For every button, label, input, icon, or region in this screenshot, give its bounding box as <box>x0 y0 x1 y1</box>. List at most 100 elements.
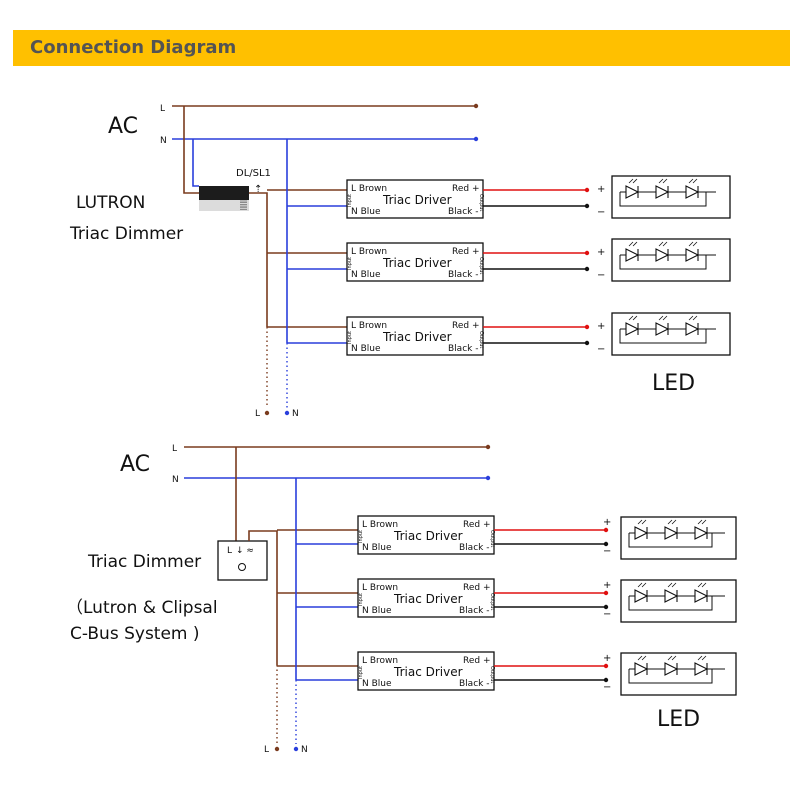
pos-dot-2 <box>603 663 609 669</box>
pos-dot-2 <box>603 527 609 533</box>
driver-input-n-label: N Blue <box>362 543 392 553</box>
driver-output-tag: Output <box>478 257 484 274</box>
neg-dot <box>584 266 590 272</box>
led-module <box>611 238 731 282</box>
driver-output-tag: Output <box>478 331 484 348</box>
driver-body <box>346 242 484 282</box>
driver-input-n-label: N Blue <box>351 207 381 217</box>
driver-title: Triac Driver <box>393 665 463 679</box>
diode-icon <box>625 322 640 336</box>
pos-dot <box>584 324 590 330</box>
led-label-2: LED <box>657 707 700 732</box>
neg-dot-2 <box>603 541 609 547</box>
driver-output-black-label: Black - <box>448 344 478 354</box>
led-minus-label: − <box>603 682 611 693</box>
led-minus-label: − <box>603 609 611 620</box>
led-plus-label: + <box>597 321 605 332</box>
bottom-n-dot-2 <box>293 746 299 752</box>
dimmer-type-label: Triac Dimmer <box>69 224 183 244</box>
triac-driver: L Brown N Blue Red + Black -Triac Driver Inp… <box>357 578 495 618</box>
led-module <box>611 175 731 219</box>
bottom-n-label: N <box>292 409 299 419</box>
driver-output-black-label: Black - <box>459 543 489 553</box>
driver-input-n-label: N Blue <box>362 679 392 689</box>
driver-input-l-label: L Brown <box>351 321 387 331</box>
driver-input-l-label: L Brown <box>362 583 398 593</box>
dimmer-note-line1: （Lutron & Clipsal <box>66 598 218 618</box>
dimmer-symbol-icon: ⇡ <box>254 184 262 195</box>
diode-icon <box>655 248 670 262</box>
led-box <box>611 175 731 219</box>
driver-output-red-label: Red + <box>463 583 491 593</box>
driver-output-red-label: Red + <box>452 247 480 257</box>
line-end-dot-2 <box>485 444 491 450</box>
ac-line-label-2: L <box>172 444 177 454</box>
driver-output-tag: Output <box>478 194 484 211</box>
diode-icon <box>655 322 670 336</box>
driver-input-tag: Input <box>358 593 364 606</box>
dimmer-terminal-label: DL/SL1 <box>236 168 271 179</box>
led-plus-label: + <box>597 247 605 258</box>
led-minus-label: − <box>597 207 605 218</box>
led-module <box>620 579 737 623</box>
driver-input-n-label: N Blue <box>351 270 381 280</box>
dimmed-line-riser-2 <box>248 530 278 665</box>
driver-input-n-label: N Blue <box>351 344 381 354</box>
diode-icon <box>634 662 649 676</box>
driver-input-tag: Input <box>347 257 353 270</box>
led-box <box>620 516 737 560</box>
ac-neutral-label: N <box>160 136 167 146</box>
triac-dimmer-box <box>217 540 268 581</box>
dimmer-terminal-l: L <box>227 546 232 556</box>
led-minus-label: − <box>597 344 605 355</box>
driver-input-tag: Input <box>358 666 364 679</box>
driver-body <box>357 578 495 618</box>
l-to-dimmer-wire <box>183 106 199 194</box>
pos-dot <box>584 187 590 193</box>
driver-title: Triac Driver <box>382 330 452 344</box>
bottom-l-label-2: L <box>264 745 269 755</box>
driver-output-tag: Output <box>489 666 495 683</box>
pos-dot <box>584 250 590 256</box>
driver-body <box>346 179 484 219</box>
bottom-l-dot-2 <box>274 746 280 752</box>
driver-input-l-label: L Brown <box>351 247 387 257</box>
driver-title: Triac Driver <box>382 193 452 207</box>
led-module <box>620 652 737 696</box>
driver-output-tag: Output <box>489 530 495 547</box>
led-box <box>611 238 731 282</box>
led-minus-label: − <box>603 546 611 557</box>
diode-icon <box>694 589 709 603</box>
bottom-l-label: L <box>255 409 260 419</box>
bottom-n-label-2: N <box>301 745 308 755</box>
driver-title: Triac Driver <box>393 592 463 606</box>
led-box <box>611 312 731 356</box>
driver-title: Triac Driver <box>393 529 463 543</box>
dimmer-knob-icon <box>238 563 246 571</box>
led-plus-label: + <box>597 184 605 195</box>
neutral-end-dot <box>473 136 479 142</box>
diode-icon <box>685 185 700 199</box>
led-plus-label: + <box>603 517 611 528</box>
dimmer-type-label-2: Triac Dimmer <box>87 552 201 572</box>
diode-icon <box>634 526 649 540</box>
bottom-l-dot <box>264 410 270 416</box>
driver-input-n-label: N Blue <box>362 606 392 616</box>
diode-icon <box>634 589 649 603</box>
pos-dot-2 <box>603 590 609 596</box>
header-bar: Connection Diagram <box>13 30 790 66</box>
driver-output-red-label: Red + <box>452 321 480 331</box>
dimmer-arrow-icon: ↓ ≈ <box>236 546 254 556</box>
diode-icon <box>664 662 679 676</box>
diode-icon <box>685 322 700 336</box>
driver-output-black-label: Black - <box>459 679 489 689</box>
driver-input-tag: Input <box>347 194 353 207</box>
driver-output-black-label: Black - <box>459 606 489 616</box>
dimmer-plate <box>199 200 249 211</box>
led-label: LED <box>652 371 695 396</box>
led-plus-label: + <box>603 653 611 664</box>
